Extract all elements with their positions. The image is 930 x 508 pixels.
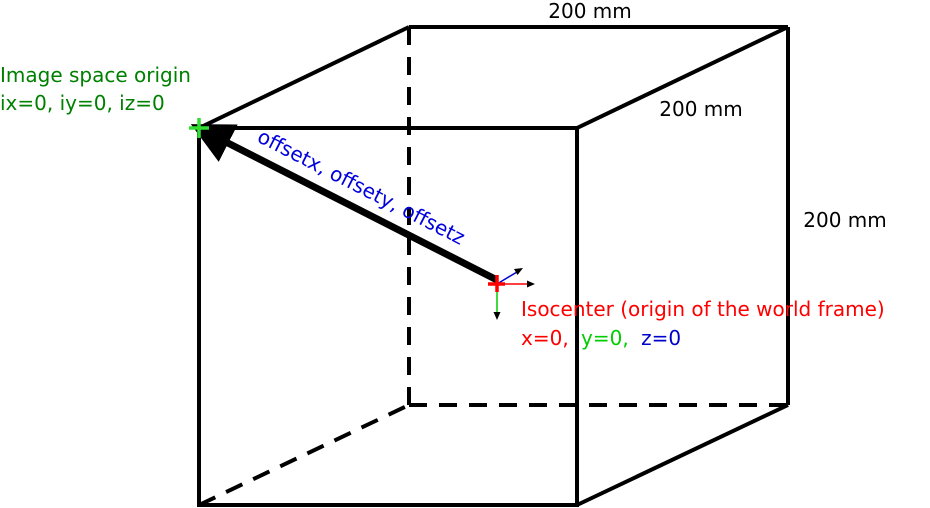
isocenter-marker bbox=[488, 275, 505, 292]
visible-edges bbox=[197, 25, 790, 507]
top-right-diagonal bbox=[576, 25, 789, 130]
isocenter-axes bbox=[488, 268, 535, 320]
image-origin-coords: ix=0, iy=0, iz=0 bbox=[0, 91, 165, 115]
dimension-depth-label: 200 mm bbox=[659, 97, 743, 121]
offset-arrow bbox=[190, 124, 499, 284]
front-face bbox=[197, 126, 579, 507]
axis-z-arrowhead bbox=[514, 268, 523, 275]
isocenter-x-label: x=0, bbox=[521, 326, 569, 350]
isocenter-z-label: z=0 bbox=[641, 326, 681, 350]
bottom-right-diagonal bbox=[576, 403, 789, 507]
top-left-diagonal bbox=[198, 25, 410, 130]
isocenter-title: Isocenter (origin of the world frame) bbox=[521, 297, 885, 321]
hidden-edge-bottom-diagonal bbox=[198, 403, 410, 507]
axis-x-arrowhead bbox=[527, 280, 535, 288]
image-origin-title: Image space origin bbox=[0, 63, 191, 87]
isocenter-coords: x=0, y=0, z=0 bbox=[521, 326, 681, 350]
hidden-edges bbox=[198, 27, 788, 507]
isocenter-y-label: y=0, bbox=[581, 326, 629, 350]
offset-label: offsetx, offsety, offsetz bbox=[254, 124, 469, 250]
dimension-top-label: 200 mm bbox=[548, 0, 632, 23]
axis-y-arrowhead bbox=[493, 312, 501, 320]
image-origin-marker bbox=[189, 118, 209, 138]
dimension-height-label: 200 mm bbox=[803, 208, 887, 232]
axis-z bbox=[496, 271, 518, 285]
